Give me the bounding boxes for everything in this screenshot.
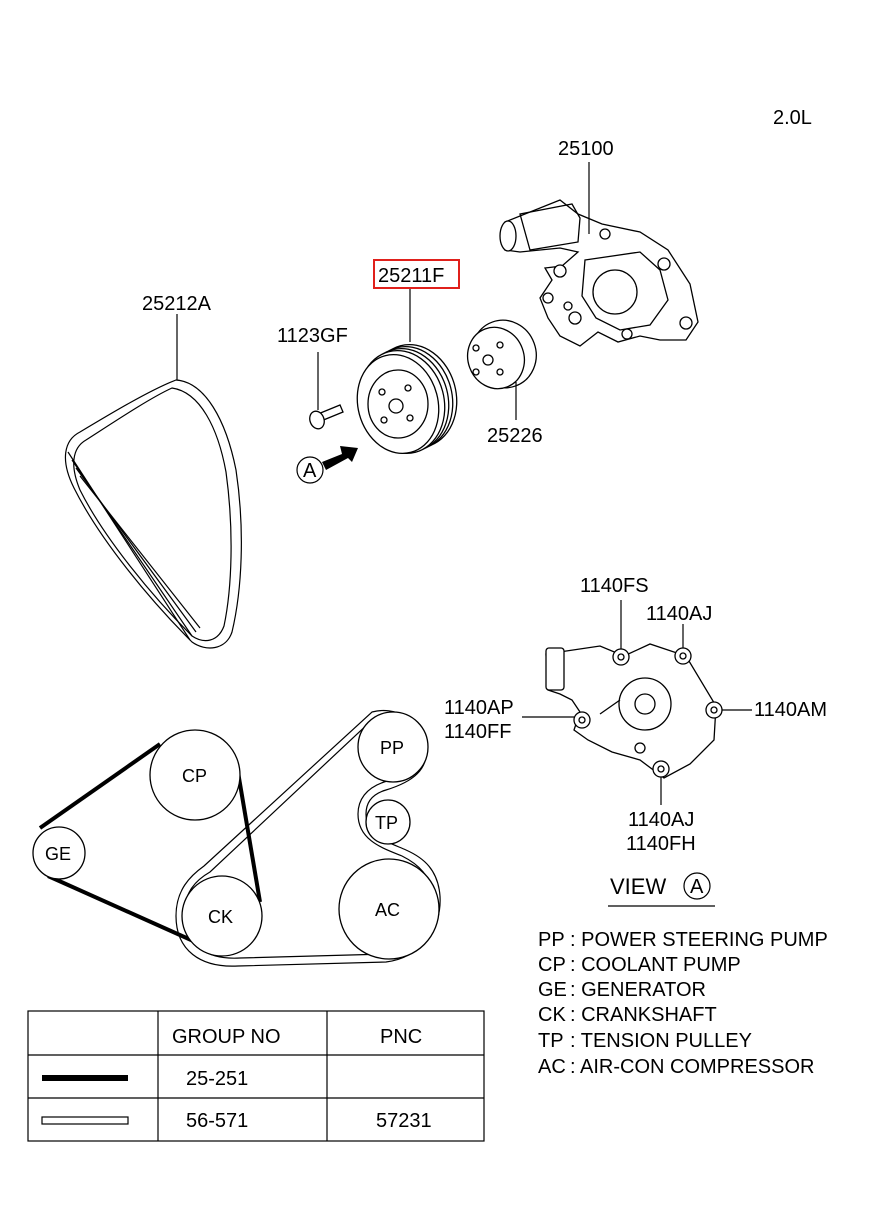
pulley-ge-label: GE — [45, 844, 71, 864]
pulley-ge — [32, 826, 86, 880]
pulley-ac — [338, 858, 440, 960]
table-header-pnc: PNC — [380, 1026, 422, 1048]
pulley-ck — [181, 875, 263, 957]
legend-name: : COOLANT PUMP — [570, 954, 741, 976]
view-a-leaders — [522, 600, 752, 805]
legend-code: CK — [538, 1004, 566, 1026]
view-arrow-icon — [322, 446, 358, 470]
pulley-tp-label: TP — [375, 813, 398, 833]
part-1123GF-label: 1123GF — [277, 325, 348, 347]
legend-code: CP — [538, 954, 566, 976]
legend-code: AC — [538, 1056, 566, 1078]
legend-name: : CRANKSHAFT — [570, 1004, 717, 1026]
pulley-tp — [365, 799, 411, 845]
view-title-circle — [683, 872, 711, 900]
highlight-box — [373, 259, 460, 289]
belt-routing: PP CP GE CK TP AC — [32, 710, 441, 967]
legend: PP : POWER STEERING PUMP CP : COOLANT PU… — [538, 929, 828, 1078]
view-marker-circle — [296, 456, 324, 484]
belt — [64, 379, 242, 649]
view-a-pump — [545, 643, 717, 779]
pulley-ac-label: AC — [375, 900, 400, 920]
thick-belt-segment — [38, 742, 162, 830]
table-row-group-no: 25-251 — [186, 1068, 248, 1090]
part-25212A-label: 25212A — [142, 293, 212, 315]
part-25211F-label: 25211F — [378, 265, 444, 287]
pulley-flange — [466, 319, 537, 390]
bolt — [309, 404, 344, 430]
legend-name: : GENERATOR — [570, 979, 706, 1001]
water-pump — [499, 199, 699, 347]
view-title: VIEW — [610, 874, 666, 899]
bolt-1140AJ-top-label: 1140AJ — [646, 603, 712, 625]
part-25226-label: 25226 — [487, 425, 543, 447]
legend-name: : AIR-CON COMPRESSOR — [570, 1056, 814, 1078]
bolt-1140AM-label: 1140AM — [754, 699, 827, 721]
view-title-marker: A — [690, 876, 704, 898]
bolt-1140AJ-bottom-label: 1140AJ — [628, 809, 694, 831]
pulley — [356, 343, 458, 455]
bolt-1140AP-label: 1140AP — [444, 697, 514, 719]
bolt-holes — [573, 647, 723, 778]
legend-name: : TENSION PULLEY — [570, 1030, 752, 1052]
part-25100-label: 25100 — [558, 138, 614, 160]
pulley-cp-label: CP — [182, 766, 207, 786]
table-header-group: GROUP NO — [172, 1026, 281, 1048]
legend-code: TP — [538, 1030, 564, 1052]
table-row-group-no: 56-571 — [186, 1110, 248, 1132]
bolt-1140FH-label: 1140FH — [626, 833, 696, 855]
group-table: GROUP NO PNC 25-251 56-571 57231 — [27, 1010, 485, 1142]
pulley-cp — [149, 729, 241, 821]
legend-code: PP — [538, 929, 565, 951]
pulley-pp-label: PP — [380, 738, 404, 758]
bolt-1140FS-label: 1140FS — [580, 575, 649, 597]
view-marker-label: A — [303, 460, 317, 482]
bolt-1140FF-label: 1140FF — [444, 721, 511, 743]
thick-belt-segment — [47, 874, 201, 946]
pulley-ck-label: CK — [208, 907, 233, 927]
thick-belt-segment — [236, 771, 262, 903]
legend-code: GE — [538, 979, 567, 1001]
pulley-pp — [357, 711, 429, 783]
engine-label: 2.0L — [773, 107, 812, 129]
line-style-double — [41, 1116, 129, 1125]
table-row-pnc: 57231 — [376, 1110, 432, 1132]
legend-name: : POWER STEERING PUMP — [570, 929, 828, 951]
